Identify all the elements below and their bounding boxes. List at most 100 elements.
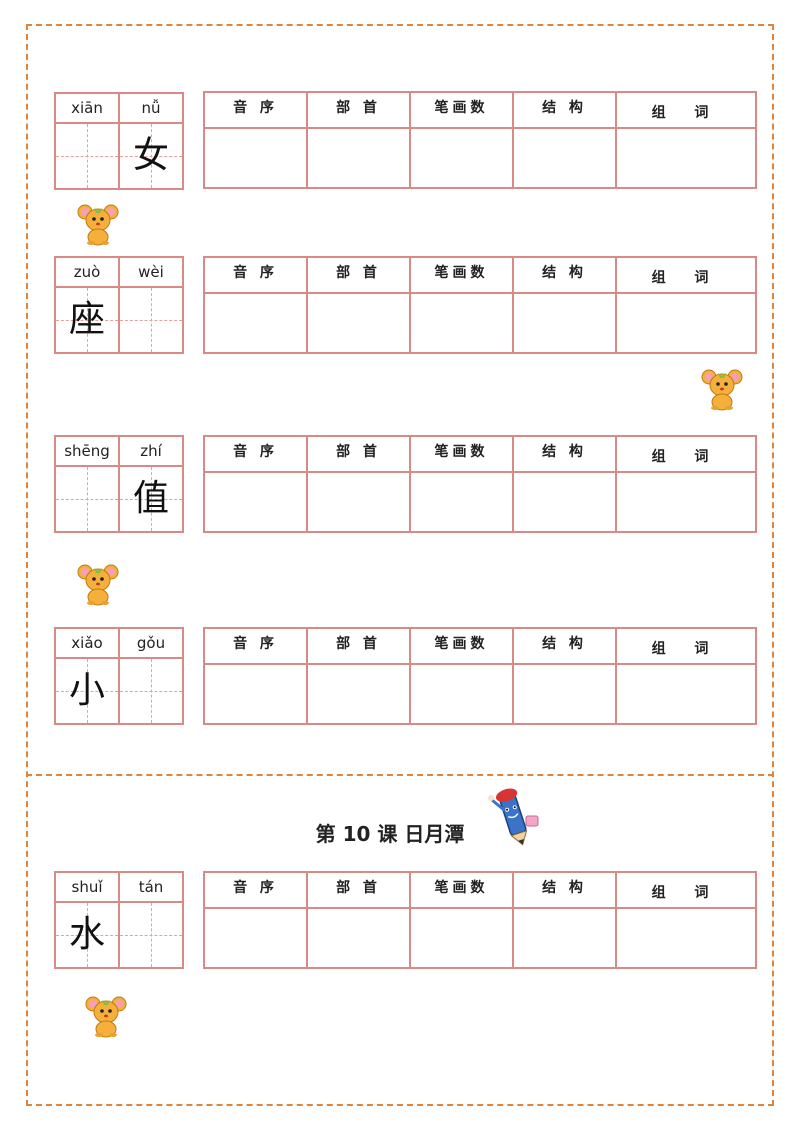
pinyin-cell: zhí (118, 437, 182, 465)
header-bihuashu: 笔画数 (411, 629, 514, 665)
header-jiegou: 结 构 (514, 437, 617, 473)
answer-cell[interactable] (411, 909, 514, 967)
hanzi: 水 (68, 914, 105, 955)
char-block-3: shēng zhí 值 (54, 435, 184, 533)
hanzi-row: 水 (56, 903, 182, 967)
lesson-title: 第 10 课 日月潭 (315, 822, 465, 846)
header-bihuashu: 笔画数 (411, 93, 514, 129)
answer-cell[interactable] (617, 473, 755, 531)
pinyin-row: xiān nǚ (56, 94, 182, 124)
hanzi-cell[interactable] (118, 903, 182, 967)
header-bushou: 部 首 (308, 437, 411, 473)
char-block-1: xiān nǚ 女 (54, 92, 184, 190)
header-zuci: 组 词 (617, 93, 755, 129)
answer-cell[interactable] (308, 909, 411, 967)
hanzi-cell[interactable]: 座 (56, 288, 118, 352)
header-yinxu: 音 序 (205, 93, 308, 129)
info-table-3: 音 序 部 首 笔画数 结 构 组 词 (203, 435, 757, 533)
pinyin-cell: gǒu (118, 629, 182, 657)
info-table-2: 音 序 部 首 笔画数 结 构 组 词 (203, 256, 757, 354)
hanzi-cell[interactable]: 水 (56, 903, 118, 967)
mouse-mascot-icon (77, 564, 119, 606)
pinyin-cell: shēng (64, 442, 110, 460)
answer-cell[interactable] (205, 294, 308, 352)
header-zuci: 组 词 (617, 437, 755, 473)
answer-cell[interactable] (308, 294, 411, 352)
pinyin-row: xiǎo gǒu (56, 629, 182, 659)
answer-cell[interactable] (514, 294, 617, 352)
answer-cell[interactable] (617, 665, 755, 723)
char-block-5: shuǐ tán 水 (54, 871, 184, 969)
info-table-1: 音 序 部 首 笔画数 结 构 组 词 (203, 91, 757, 189)
info-table-4: 音 序 部 首 笔画数 结 构 组 词 (203, 627, 757, 725)
header-jiegou: 结 构 (514, 873, 617, 909)
hanzi-cell[interactable] (118, 288, 182, 352)
hanzi-row: 女 (56, 124, 182, 188)
char-block-2: zuò wèi 座 (54, 256, 184, 354)
pinyin-cell: xiān (71, 99, 103, 117)
hanzi-row: 值 (56, 467, 182, 531)
pinyin-row: zuò wèi (56, 258, 182, 288)
mouse-mascot-icon (701, 369, 743, 411)
header-bihuashu: 笔画数 (411, 437, 514, 473)
header-zuci: 组 词 (617, 629, 755, 665)
answer-cell[interactable] (514, 665, 617, 723)
answer-cell[interactable] (617, 129, 755, 187)
pinyin-cell: nǚ (118, 94, 182, 122)
header-bushou: 部 首 (308, 258, 411, 294)
header-yinxu: 音 序 (205, 873, 308, 909)
header-bushou: 部 首 (308, 93, 411, 129)
answer-cell[interactable] (617, 294, 755, 352)
header-bihuashu: 笔画数 (411, 258, 514, 294)
answer-cell[interactable] (411, 294, 514, 352)
header-yinxu: 音 序 (205, 437, 308, 473)
hanzi-row: 座 (56, 288, 182, 352)
answer-cell[interactable] (308, 665, 411, 723)
header-jiegou: 结 构 (514, 258, 617, 294)
page-frame (26, 24, 774, 1106)
hanzi-cell[interactable] (56, 124, 118, 188)
answer-cell[interactable] (514, 129, 617, 187)
answer-cell[interactable] (617, 909, 755, 967)
header-bushou: 部 首 (308, 629, 411, 665)
header-bushou: 部 首 (308, 873, 411, 909)
header-zuci: 组 词 (617, 258, 755, 294)
pinyin-cell: tán (118, 873, 182, 901)
hanzi-cell[interactable] (56, 467, 118, 531)
answer-cell[interactable] (205, 473, 308, 531)
section-divider (26, 774, 774, 776)
answer-cell[interactable] (205, 665, 308, 723)
pinyin-row: shēng zhí (56, 437, 182, 467)
hanzi-row: 小 (56, 659, 182, 723)
mouse-mascot-icon (85, 996, 127, 1038)
answer-cell[interactable] (308, 473, 411, 531)
header-jiegou: 结 构 (514, 93, 617, 129)
answer-cell[interactable] (205, 909, 308, 967)
answer-cell[interactable] (205, 129, 308, 187)
hanzi-cell[interactable] (118, 659, 182, 723)
header-yinxu: 音 序 (205, 258, 308, 294)
header-yinxu: 音 序 (205, 629, 308, 665)
answer-cell[interactable] (308, 129, 411, 187)
hanzi-cell[interactable]: 值 (118, 467, 182, 531)
pinyin-cell: shuǐ (71, 878, 103, 896)
hanzi: 女 (132, 135, 169, 176)
answer-cell[interactable] (514, 473, 617, 531)
pinyin-cell: xiǎo (71, 634, 103, 652)
hanzi: 小 (68, 670, 105, 711)
mouse-mascot-icon (77, 204, 119, 246)
hanzi: 值 (132, 478, 169, 519)
hanzi-cell[interactable]: 小 (56, 659, 118, 723)
pinyin-cell: zuò (73, 263, 101, 281)
hanzi: 座 (68, 299, 105, 340)
pinyin-row: shuǐ tán (56, 873, 182, 903)
pencil-mascot-icon (488, 788, 539, 846)
answer-cell[interactable] (411, 665, 514, 723)
info-table-5: 音 序 部 首 笔画数 结 构 组 词 (203, 871, 757, 969)
hanzi-cell[interactable]: 女 (118, 124, 182, 188)
answer-cell[interactable] (411, 473, 514, 531)
header-bihuashu: 笔画数 (411, 873, 514, 909)
char-block-4: xiǎo gǒu 小 (54, 627, 184, 725)
answer-cell[interactable] (514, 909, 617, 967)
answer-cell[interactable] (411, 129, 514, 187)
